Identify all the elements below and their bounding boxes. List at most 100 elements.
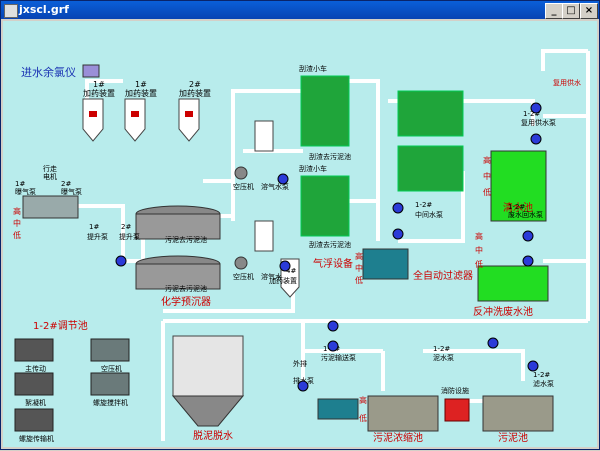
sludge-pool	[482, 395, 554, 432]
flotation-unit-1[interactable]	[300, 75, 350, 147]
inlet-chlorine-label: 进水余氯仪	[21, 65, 76, 79]
sludge-pump-num: 1-2#	[433, 345, 450, 353]
water-pump-num: 1-2#	[533, 371, 550, 379]
aeration-tank	[22, 195, 79, 219]
level-mid-2: 中	[355, 263, 363, 273]
dosing1-num: 1#	[93, 80, 105, 89]
dewater-hopper	[171, 395, 245, 427]
dosing2-num: 1#	[135, 80, 147, 89]
dissolved-pump2-label: 溶气水泵	[261, 272, 289, 281]
sludge-out1-label: 刮渣去污泥池	[309, 152, 351, 161]
tank2-label: 污泥去污泥池	[165, 284, 207, 293]
pretreat-tank-1	[135, 213, 221, 240]
reuse-pump-num: 1-2#	[508, 203, 525, 211]
pretreat-tank-2	[135, 263, 221, 290]
machine-air: 空压机	[101, 364, 122, 373]
clear-pool	[490, 150, 547, 222]
clear-pool-label: 清水池	[503, 201, 533, 214]
motor-label: 电机	[43, 172, 57, 181]
chlorine-meter[interactable]	[82, 64, 100, 78]
maximize-button[interactable]: □	[562, 3, 580, 19]
reuse-pump2-num: 1-2#	[523, 110, 540, 118]
level-mid-3: 中	[483, 171, 491, 181]
walk-label: 行走	[43, 164, 57, 173]
machine-main: 主传动	[25, 364, 46, 373]
level-high-5: 高	[359, 395, 367, 405]
sludge-pool-label: 污泥池	[498, 431, 528, 444]
concentrate-label: 污泥浓缩池	[373, 431, 423, 444]
dewater-machine[interactable]	[172, 335, 244, 397]
level-mid-4: 中	[475, 245, 483, 255]
process-diagram: 进水余氯仪 1# 加药装置 1# 加药装置 2# 加药装置 1# 曝气泵 行走 …	[13, 49, 590, 444]
adj-pool-label: 1-2#调节池	[33, 319, 88, 332]
blower2-type: 曝气泵	[61, 187, 82, 196]
level-low-3: 低	[483, 187, 491, 197]
blower1-label: 1#	[15, 180, 25, 188]
level-mid-1: 中	[13, 218, 21, 228]
fire-label: 消防设施	[441, 386, 469, 395]
reuse-water-label: 复用供水	[553, 78, 581, 87]
backwash-pool	[477, 265, 549, 302]
scraper2-label: 刮渣小车	[299, 164, 327, 173]
pump-icons[interactable]	[115, 102, 542, 392]
level-high-3: 高	[483, 155, 491, 165]
pipes	[25, 49, 590, 441]
pump-lift2-num: 2#	[121, 223, 131, 231]
auto-filters	[397, 90, 464, 192]
pretreat-label: 化学预沉器	[161, 295, 211, 308]
air-comp1-label: 空压机	[233, 182, 254, 191]
level-low-2: 低	[355, 275, 363, 285]
dosing-units	[82, 98, 200, 142]
air-comp2-icon[interactable]	[234, 256, 248, 270]
reuse-pump2-label: 复用供水泵	[521, 118, 556, 127]
air-comp1-icon[interactable]	[234, 166, 248, 180]
float-label: 气浮设备	[313, 257, 353, 270]
title-bar: jxscl.grf _ □ ×	[1, 1, 599, 19]
pump-lift1-num: 1#	[89, 223, 99, 231]
dosing1-label: 加药装置	[83, 88, 115, 98]
app-icon	[4, 4, 18, 18]
mid-pump-label: 中间水泵	[415, 210, 443, 219]
level-high-1: 高	[13, 206, 21, 216]
air-comp2-label: 空压机	[233, 272, 254, 281]
sludge-feed-label: 污泥输送泵	[321, 353, 356, 362]
level-low-5: 低	[359, 413, 367, 423]
fire-equipment[interactable]	[444, 398, 470, 422]
machine-floc: 絮凝机	[25, 398, 46, 407]
dosing4-num: 4#	[286, 267, 296, 275]
water-pump-label: 滤水泵	[533, 379, 554, 388]
sludge-pump-label: 泥水泵	[433, 353, 454, 362]
window-title: jxscl.grf	[19, 3, 69, 16]
concentrate-pool	[367, 395, 439, 432]
dissolved-pump1-label: 溶气水泵	[261, 182, 289, 191]
dosing2-label: 加药装置	[125, 88, 157, 98]
ext-pool	[317, 398, 359, 420]
machine-convey: 螺旋传输机	[19, 434, 54, 443]
minimize-button[interactable]: _	[545, 3, 563, 19]
flotation-unit-2[interactable]	[300, 175, 350, 237]
dissolved-tank-1	[254, 120, 274, 152]
dissolved-tank-2	[254, 220, 274, 252]
pump-lift2-label: 提升泵	[119, 232, 140, 241]
mid-pump-num: 1-2#	[415, 201, 432, 209]
ext-pump-label: 排水泵	[293, 376, 314, 385]
machine-spiral: 螺旋搅拌机	[93, 398, 128, 407]
level-high-4: 高	[475, 231, 483, 241]
reuse-pump-label: 废水回水泵	[508, 210, 543, 219]
tank1-label: 污泥去污泥池	[165, 235, 207, 244]
level-high-2: 高	[355, 251, 363, 261]
pump-lift1-label: 提升泵	[87, 232, 108, 241]
dosing3-num: 2#	[189, 80, 201, 89]
process-canvas: 进水余氯仪 1# 加药装置 1# 加药装置 2# 加药装置 1# 曝气泵 行走 …	[3, 21, 597, 447]
level-low-4: 低	[475, 259, 483, 269]
backwash-pool-label: 反冲洗废水池	[473, 305, 533, 318]
blower2-label: 2#	[61, 180, 71, 188]
close-button[interactable]: ×	[580, 3, 598, 19]
sludge-out2-label: 刮渣去污泥池	[309, 240, 351, 249]
ext-pump-top: 外排	[293, 359, 307, 368]
blower1-type: 曝气泵	[15, 187, 36, 196]
auto-filter-label: 全自动过滤器	[413, 269, 473, 282]
dosing4-label: 加药装置	[269, 276, 297, 285]
level-low-1: 低	[13, 230, 21, 240]
